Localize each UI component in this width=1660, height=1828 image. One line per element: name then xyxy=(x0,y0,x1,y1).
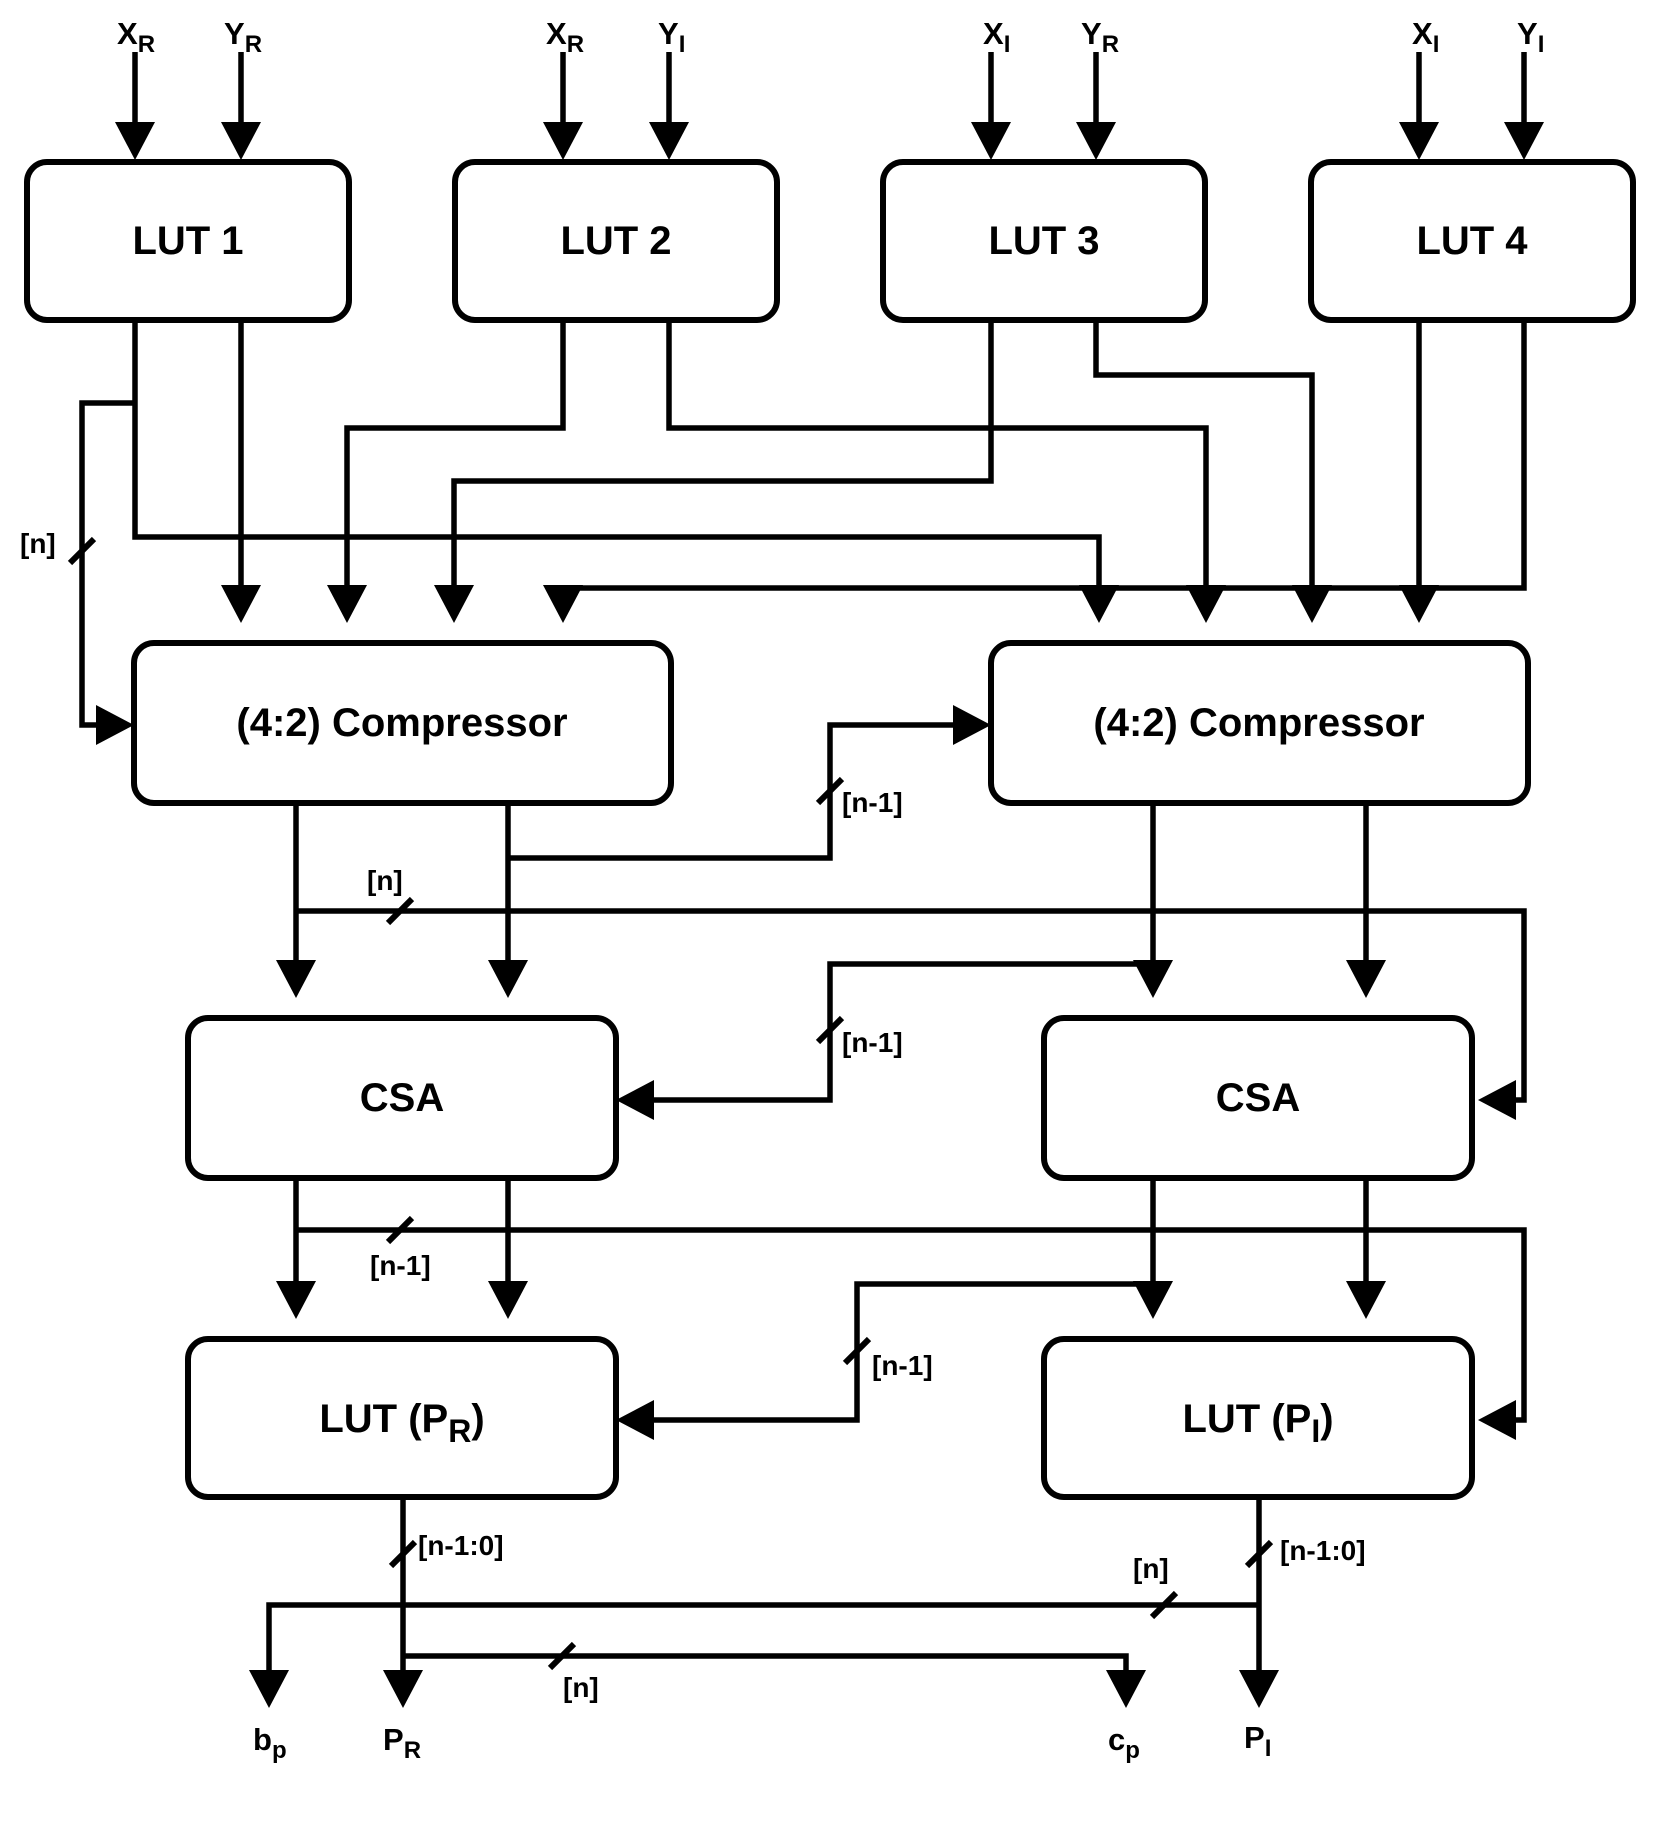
lut4-block: LUT 4 xyxy=(1308,159,1636,323)
input-label-lut4-y: YI xyxy=(1517,16,1544,58)
bus-label-bp-bus: [n] xyxy=(1133,1553,1169,1584)
input-label-lut2-x: XR xyxy=(546,16,584,58)
bus-label-pr-out: [n-1:0] xyxy=(418,1530,504,1561)
compressor-right-label: (4:2) Compressor xyxy=(1093,701,1424,745)
csa-right-block: CSA xyxy=(1041,1015,1475,1181)
input-label-lut1-x: XR xyxy=(117,16,155,58)
output-wires xyxy=(249,1500,1279,1708)
compressor-right-block: (4:2) Compressor xyxy=(988,640,1531,806)
input-label-lut1-y: YR xyxy=(224,16,262,58)
input-label-lut3-x: XI xyxy=(983,16,1010,58)
lut1-label: LUT 1 xyxy=(132,219,243,263)
output-label-bp: bp xyxy=(253,1722,287,1764)
compressor-left-label: (4:2) Compressor xyxy=(236,701,567,745)
input-label-lut4-x: XI xyxy=(1412,16,1439,58)
bus-label-lut-carry: [n-1] xyxy=(872,1350,933,1381)
lut3-label: LUT 3 xyxy=(988,219,1099,263)
bus-width-ticks xyxy=(67,536,1274,1671)
csa-left-label: CSA xyxy=(360,1076,444,1120)
lut2-block: LUT 2 xyxy=(452,159,780,323)
lut1-block: LUT 1 xyxy=(24,159,352,323)
lut-pr-label: LUT (PR) xyxy=(319,1397,484,1449)
input-arrows xyxy=(115,52,1544,160)
csa-right-label: CSA xyxy=(1216,1076,1300,1120)
csa-left-block: CSA xyxy=(185,1015,619,1181)
bus-label-compressor-carry: [n-1] xyxy=(842,787,903,818)
input-label-lut3-y: YR xyxy=(1081,16,1119,58)
lut-pi-label: LUT (PI) xyxy=(1182,1397,1333,1449)
output-label-cp: cp xyxy=(1108,1722,1140,1764)
lut-pr-block: LUT (PR) xyxy=(185,1336,619,1500)
input-label-lut2-y: YI xyxy=(658,16,685,58)
compressor-left-block: (4:2) Compressor xyxy=(131,640,674,806)
lut3-block: LUT 3 xyxy=(880,159,1208,323)
lut-to-compressor-wires xyxy=(79,323,1527,745)
output-label-pi: PI xyxy=(1244,1720,1271,1762)
lut2-label: LUT 2 xyxy=(560,219,671,263)
bus-label-csa-cross: [n-1] xyxy=(370,1250,431,1281)
bus-label-csa-carry: [n-1] xyxy=(842,1027,903,1058)
output-label-pr: PR xyxy=(383,1722,421,1764)
bus-label-cp-bus: [n] xyxy=(563,1672,599,1703)
bus-label-compressor-cross: [n] xyxy=(367,865,403,896)
bus-label-pi-out: [n-1:0] xyxy=(1280,1535,1366,1566)
lut4-label: LUT 4 xyxy=(1416,219,1528,263)
bus-label-lut1-to-compressor: [n] xyxy=(20,528,56,559)
lut-pi-block: LUT (PI) xyxy=(1041,1336,1475,1500)
